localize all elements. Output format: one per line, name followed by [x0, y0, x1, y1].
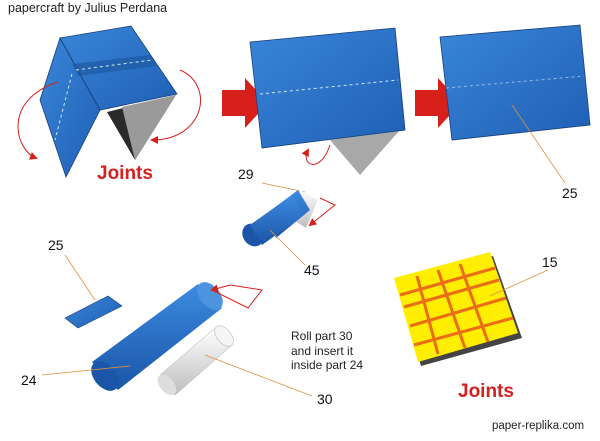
flat-sheet-step3 — [439, 24, 591, 184]
folded-sheet-step2 — [249, 27, 406, 175]
part-25-piece — [64, 254, 123, 329]
part-label-24: 24 — [21, 372, 37, 388]
joints-label-right: Joints — [458, 381, 514, 402]
part-label-25-left: 25 — [48, 237, 64, 253]
small-tube-assembly — [242, 182, 336, 266]
folded-sheet-step1 — [17, 25, 202, 179]
instruction-text: Roll part 30 and insert it inside part 2… — [291, 329, 364, 372]
tube-24-and-30 — [41, 282, 313, 397]
part-label-25-top: 25 — [562, 185, 578, 201]
part-label-15: 15 — [542, 254, 558, 270]
website-text: paper-replika.com — [492, 420, 585, 432]
part-label-29: 29 — [238, 166, 254, 182]
joint-sheet-15 — [394, 252, 549, 366]
part-label-30: 30 — [317, 391, 333, 407]
joints-label-left: Joints — [97, 163, 153, 184]
part-label-45: 45 — [304, 262, 320, 278]
credit-text: papercraft by Julius Perdana — [8, 1, 168, 15]
